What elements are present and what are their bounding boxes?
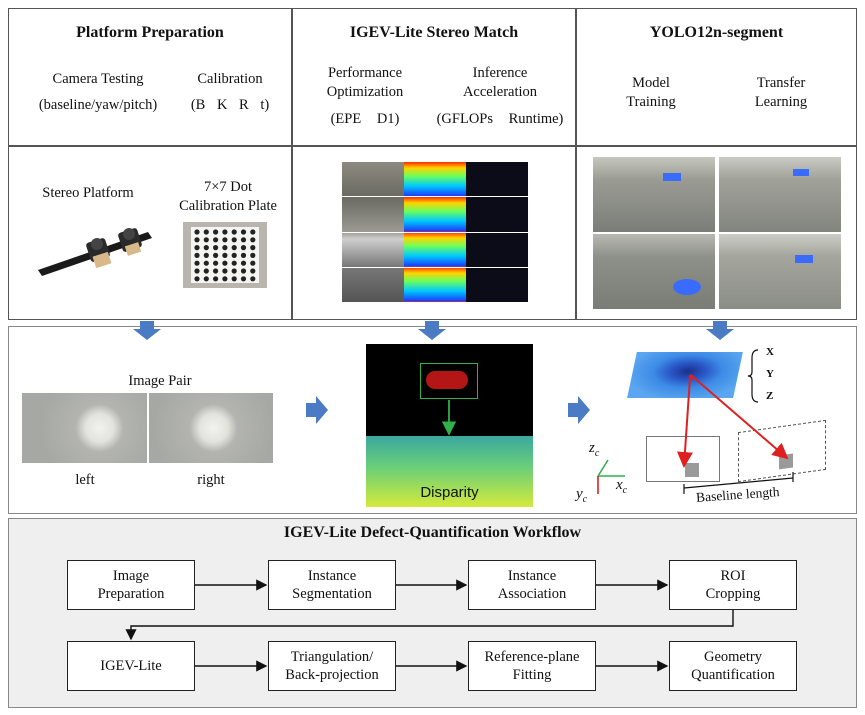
calibration-dot <box>222 276 228 282</box>
disparity-label: Disparity <box>420 484 479 501</box>
calibration-dot <box>194 276 200 282</box>
plate-label-line2: Calibration Plate <box>179 198 277 214</box>
calibration-dot <box>213 252 219 258</box>
calibration-dot <box>194 260 200 266</box>
calibration-dot <box>222 260 228 266</box>
right-label: right <box>197 472 225 488</box>
perf-label-line2: Optimization <box>326 84 404 100</box>
calibration-dot <box>250 252 256 258</box>
calibration-dot <box>250 268 256 274</box>
xc-label: xc <box>616 477 628 496</box>
calibration-dot <box>240 245 247 251</box>
infer-label-line1: Inference <box>472 65 528 81</box>
calibration-dot <box>222 252 228 258</box>
calibration-dot <box>213 260 219 266</box>
calibration-dot <box>231 268 237 274</box>
calibration-dot <box>194 245 200 251</box>
yc-label: yc <box>576 486 588 505</box>
model-label-line1: Model <box>632 75 670 91</box>
calibration-dot <box>231 229 237 235</box>
calibration-dot <box>240 252 247 258</box>
transfer-label-line1: Transfer <box>756 75 806 91</box>
disparity-map <box>366 344 533 507</box>
calibration-dot <box>250 276 256 282</box>
yolo-title: YOLO12n-segment <box>649 24 784 41</box>
defect-region <box>426 371 468 389</box>
calibration-dot <box>203 268 209 274</box>
platform-title: Platform Preparation <box>76 24 224 41</box>
infer-label-line2: Acceleration <box>462 84 538 100</box>
calibration-plate-image <box>183 222 267 288</box>
calibration-dot <box>250 245 256 251</box>
calibration-dot <box>250 260 256 266</box>
camera-testing-sub: (baseline/yaw/pitch) <box>38 97 158 113</box>
calibration-dot <box>194 237 200 243</box>
left-image <box>22 393 147 463</box>
workflow-step-triangulation: Triangulation/Back-projection <box>268 641 396 691</box>
top-divider <box>8 145 857 147</box>
calibration-dot <box>203 237 209 243</box>
calibration-dot <box>222 229 228 235</box>
calibration-dot <box>231 245 237 251</box>
calibration-dot <box>240 260 247 266</box>
calibration-dot <box>213 276 219 282</box>
image-pair-label: Image Pair <box>128 373 192 389</box>
calibration-dot <box>240 237 247 243</box>
igev-title: IGEV-Lite Stereo Match <box>349 24 519 41</box>
calibration-dot <box>250 229 256 235</box>
calibration-dot <box>203 229 209 235</box>
calibration-dot <box>231 252 237 258</box>
camera-testing-label: Camera Testing <box>52 71 144 87</box>
calibration-dot <box>194 268 200 274</box>
stereo-platform-label: Stereo Platform <box>42 185 134 201</box>
calibration-dot <box>231 237 237 243</box>
calibration-dot <box>222 268 228 274</box>
defect-surface <box>627 352 743 398</box>
calibration-dot <box>250 237 256 243</box>
perf-sub: (EPE D1) <box>330 111 400 127</box>
left-label: left <box>75 472 95 488</box>
yolo-result-grid <box>593 157 841 309</box>
calibration-dot <box>222 237 228 243</box>
calibration-dot <box>213 237 219 243</box>
calibration-dot <box>203 260 209 266</box>
calibration-dot <box>213 245 219 251</box>
transfer-label-line2: Learning <box>754 94 808 110</box>
calibration-dot <box>194 252 200 258</box>
calibration-dot <box>222 245 228 251</box>
right-image <box>149 393 273 463</box>
calibration-sub: (B K R t) <box>190 97 270 113</box>
workflow-step-igev-lite: IGEV-Lite <box>67 641 195 691</box>
calibration-dot <box>213 229 219 235</box>
calibration-dot <box>240 268 247 274</box>
calibration-dot <box>194 229 200 235</box>
zc-label: zc <box>589 440 600 459</box>
calibration-dot <box>240 276 247 282</box>
calibration-dot <box>231 276 237 282</box>
calibration-dot <box>231 260 237 266</box>
axis-x-label: X <box>766 346 774 358</box>
axis-y-label: Y <box>766 368 774 380</box>
infer-sub: (GFLOPs Runtime) <box>436 111 564 127</box>
calibration-dot <box>203 245 209 251</box>
calibration-label: Calibration <box>197 71 263 87</box>
calibration-dot <box>203 276 209 282</box>
left-camera-plane <box>646 436 720 482</box>
perf-label-line1: Performance <box>327 65 403 81</box>
plate-label-line1: 7×7 Dot <box>203 179 253 195</box>
calibration-dot <box>203 252 209 258</box>
calibration-dot <box>213 268 219 274</box>
axis-z-label: Z <box>766 390 774 402</box>
calibration-dot <box>240 229 247 235</box>
workflow-title: IGEV-Lite Defect-Quantification Workflow <box>283 524 582 541</box>
model-label-line2: Training <box>626 94 676 110</box>
roi-box <box>420 363 478 399</box>
igev-result-grid <box>342 162 528 302</box>
